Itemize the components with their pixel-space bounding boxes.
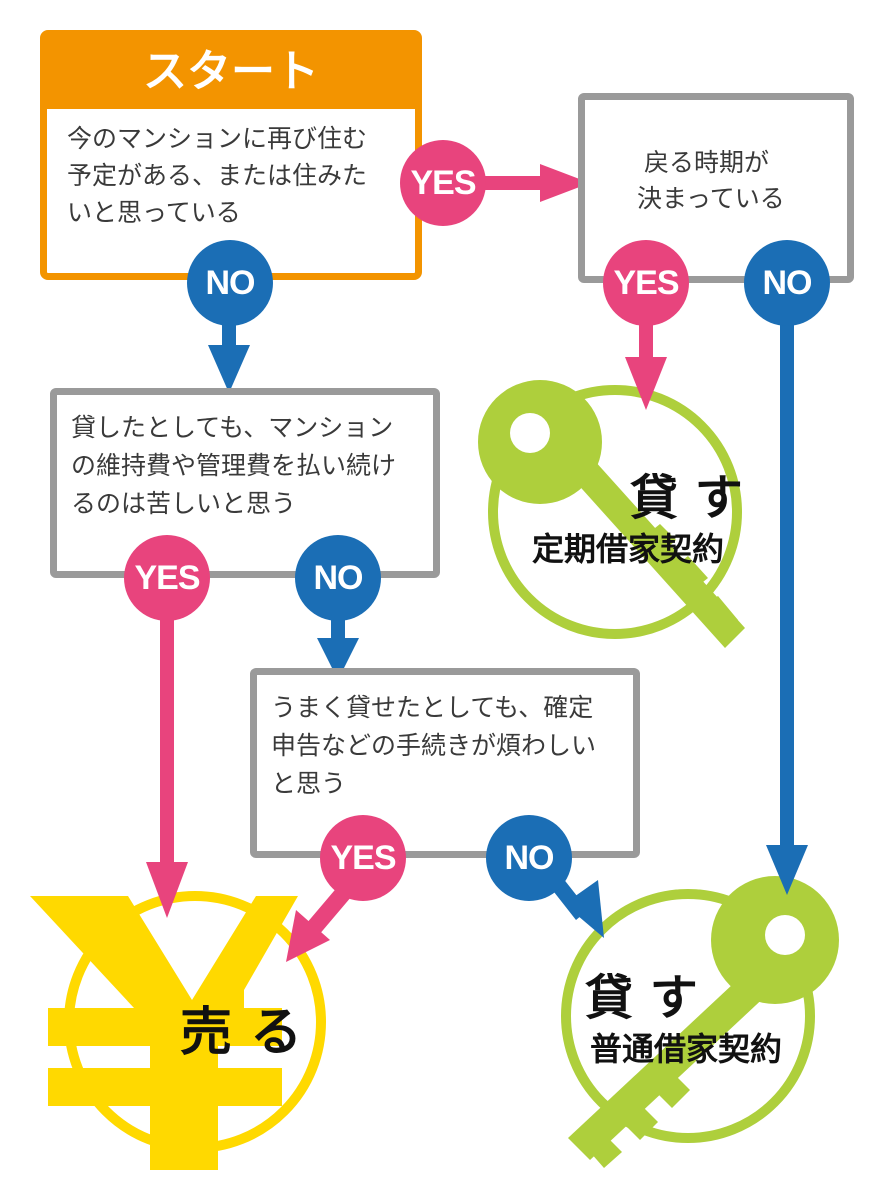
question-tax-procedures: うまく貸せたとしても、確定 申告などの手続きが煩わしい と思う bbox=[250, 668, 640, 858]
question-line: の維持費や管理費を払い続け bbox=[71, 451, 397, 480]
arrows bbox=[146, 164, 808, 962]
result-fixed-term-title: 貸 す bbox=[630, 470, 743, 526]
yes-badge: YES bbox=[400, 140, 486, 226]
no-badge: NO bbox=[187, 240, 273, 326]
start-question-line: いと思っている bbox=[67, 198, 241, 227]
question-maintenance-burden: 貸したとしても、マンション の維持費や管理費を払い続け るのは苦しいと思う bbox=[50, 388, 440, 578]
question-line: るのは苦しいと思う bbox=[71, 489, 297, 518]
result-fixed-term-subtitle: 定期借家契約 bbox=[532, 530, 725, 568]
no-badge: NO bbox=[486, 815, 572, 901]
result-regular-subtitle: 普通借家契約 bbox=[590, 1030, 783, 1068]
yes-badge: YES bbox=[124, 535, 210, 621]
start-box: スタート 今のマンションに再び住む 予定がある、または住みた いと思っている bbox=[40, 30, 422, 280]
result-sell-title: 売 る bbox=[180, 1003, 303, 1063]
question-line: 決まっている bbox=[637, 184, 785, 213]
no-badge: NO bbox=[295, 535, 381, 621]
start-question-line: 予定がある、または住みた bbox=[67, 161, 368, 190]
question-line: と思う bbox=[271, 769, 347, 798]
start-title: スタート bbox=[47, 37, 415, 109]
question-line: うまく貸せたとしても、確定 bbox=[271, 693, 594, 722]
yen-icon bbox=[30, 891, 326, 1170]
no-badge: NO bbox=[744, 240, 830, 326]
question-line: 戻る時期が bbox=[644, 148, 770, 177]
start-question-line: 今のマンションに再び住む bbox=[67, 124, 368, 153]
key-icon bbox=[478, 380, 745, 648]
question-line: 貸したとしても、マンション bbox=[71, 413, 394, 442]
result-regular-title: 貸 す bbox=[585, 970, 698, 1026]
key-icon bbox=[561, 876, 839, 1168]
yes-badge: YES bbox=[603, 240, 689, 326]
question-line: 申告などの手続きが煩わしい bbox=[271, 731, 597, 760]
yes-badge: YES bbox=[320, 815, 406, 901]
